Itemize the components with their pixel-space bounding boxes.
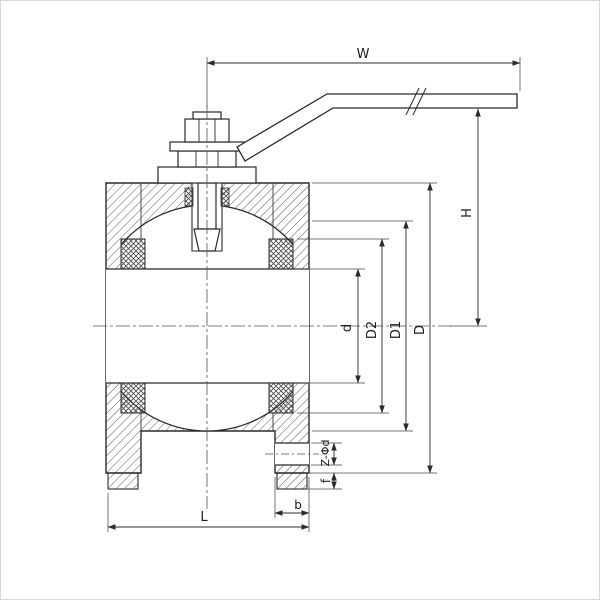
body-structure-lines bbox=[140, 183, 274, 431]
break-mark bbox=[405, 87, 420, 116]
seat-rings bbox=[120, 238, 294, 414]
dimensions: W H d D2 D1 D bbox=[107, 47, 521, 532]
break-mark bbox=[412, 87, 427, 116]
dim-label-w: W bbox=[357, 47, 370, 62]
dim-label-dd: D bbox=[413, 325, 428, 335]
dimension-d1: D1 bbox=[312, 220, 413, 432]
handle-lever bbox=[236, 87, 518, 162]
left-flange-step bbox=[107, 472, 139, 490]
dim-label-d: d bbox=[340, 324, 355, 332]
dim-label-d2: D2 bbox=[365, 321, 380, 339]
dimension-b: b bbox=[274, 477, 310, 532]
dimension-l: L bbox=[107, 493, 310, 532]
dimension-d: d bbox=[295, 268, 365, 384]
dimension-h: H bbox=[449, 108, 487, 327]
packing-ring-left bbox=[184, 187, 194, 207]
right-flange-step bbox=[276, 472, 308, 490]
dim-label-l: L bbox=[200, 510, 208, 525]
dimension-bolt-holes: Z-Φd bbox=[311, 440, 342, 467]
dim-label-h: H bbox=[460, 208, 475, 218]
dim-label-bolt-holes: Z-Φd bbox=[319, 440, 332, 467]
packing-ring-right bbox=[220, 187, 230, 207]
dimension-d2: D2 bbox=[297, 238, 389, 414]
dim-label-b: b bbox=[294, 498, 302, 512]
centerlines bbox=[93, 105, 453, 509]
dimension-dd: D bbox=[310, 182, 437, 474]
bolt-hole bbox=[265, 442, 319, 466]
dim-label-f: f bbox=[319, 478, 333, 483]
dimension-w: W bbox=[206, 47, 521, 107]
dimension-f: f bbox=[308, 472, 342, 490]
dim-label-d1: D1 bbox=[389, 321, 404, 339]
